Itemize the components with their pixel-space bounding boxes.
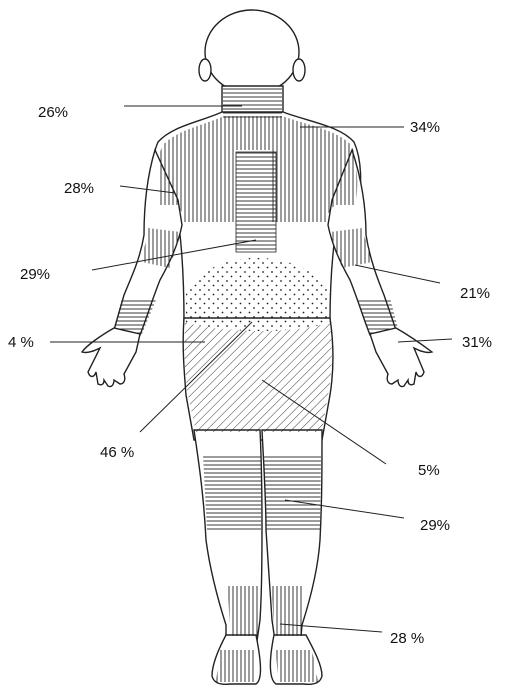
label-calf: 29% [420, 517, 450, 534]
label-upper-back: 34% [410, 119, 440, 136]
ear-left [199, 59, 211, 81]
label-hand-left: 4 % [8, 334, 34, 351]
region-mid-back [236, 152, 276, 252]
label-hand-right: 31% [462, 334, 492, 351]
region-shin-right [272, 586, 304, 636]
region-thigh-right [264, 455, 321, 530]
label-shoulder: 28% [64, 180, 94, 197]
label-forearm: 21% [460, 285, 490, 302]
label-thigh: 5% [418, 462, 440, 479]
region-shin-left [228, 586, 260, 636]
region-forearm-left [114, 298, 156, 334]
region-foot-right [276, 650, 318, 682]
label-mid-back: 29% [20, 266, 50, 283]
region-arm-left [142, 228, 180, 268]
hand-right [370, 328, 432, 387]
label-neck: 26% [38, 104, 68, 121]
head [205, 10, 299, 94]
ear-right [293, 59, 305, 81]
label-ankle: 28 % [390, 630, 424, 647]
label-buttocks: 46 % [100, 444, 134, 461]
region-buttocks [184, 322, 331, 432]
region-thigh-left [203, 455, 261, 530]
region-forearm-right [358, 298, 398, 334]
region-foot-left [216, 650, 256, 682]
region-neck [223, 88, 282, 118]
hand-left [82, 328, 140, 387]
